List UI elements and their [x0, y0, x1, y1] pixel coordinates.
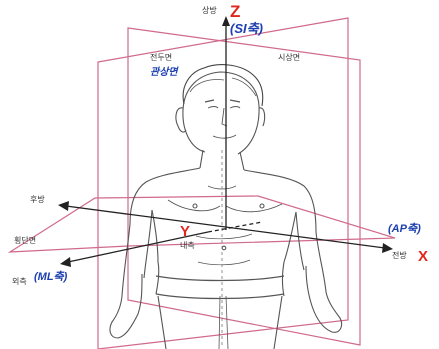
posterior-label: 후방 [30, 196, 45, 204]
z-axis [222, 16, 230, 230]
superior-label: 상방 [202, 7, 217, 15]
anterior-label: 전방 [392, 252, 407, 260]
x-axis-label: X [418, 249, 428, 264]
lateral-label: 외측 [12, 278, 27, 286]
medial-label: 내측 [180, 242, 195, 250]
ap-axis-label: (AP축) [388, 224, 421, 235]
coronal-handwritten-label: 관상면 [150, 68, 178, 78]
si-axis-label: (SI축) [230, 22, 263, 35]
z-axis-label: Z [230, 3, 240, 20]
sagittal-plane-label: 시상면 [278, 54, 300, 62]
ml-axis-label: (ML축) [34, 272, 67, 283]
coronal-plane-label: 전두면 [150, 54, 172, 62]
transverse-plane-label: 횡단면 [14, 237, 36, 245]
y-axis-label: Y [180, 224, 190, 239]
